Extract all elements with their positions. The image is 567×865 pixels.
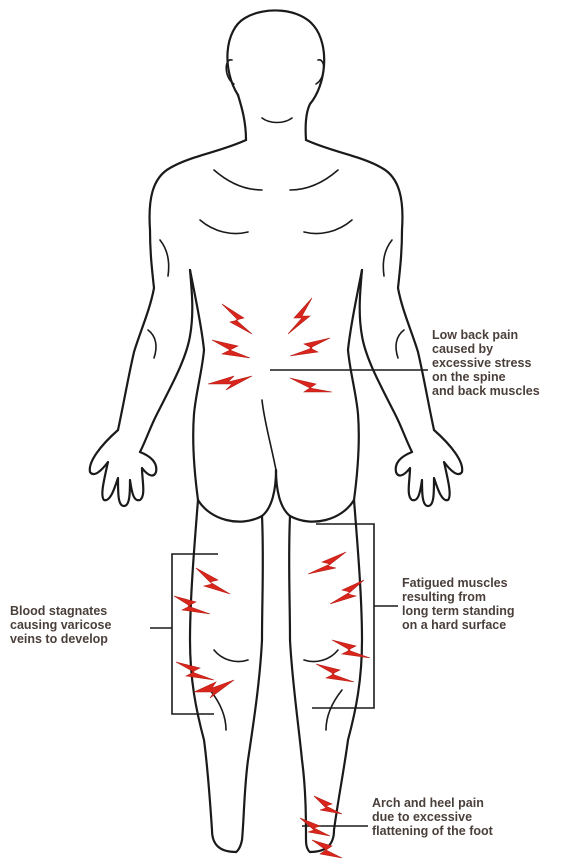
body-outline	[90, 10, 462, 852]
lightning-bolt-icon	[196, 568, 230, 594]
lightning-bolt-icon	[308, 552, 346, 574]
callout-fatigued-muscles: Fatigued muscles resulting from long ter…	[402, 576, 562, 632]
lightning-bolt-icon	[312, 840, 342, 858]
callout-blood-stagnates: Blood stagnates causing varicose veins t…	[10, 604, 160, 646]
lightning-bolt-icon	[176, 662, 214, 680]
pain-marks	[174, 298, 370, 858]
lightning-bolt-icon	[332, 640, 370, 658]
lightning-bolt-icon	[212, 340, 250, 358]
lightning-bolt-icon	[290, 338, 330, 356]
lightning-bolt-icon	[194, 680, 234, 698]
lightning-bolt-icon	[300, 818, 330, 836]
lightning-bolt-icon	[316, 664, 354, 682]
lightning-bolt-icon	[288, 298, 312, 334]
lightning-bolt-icon	[330, 580, 364, 604]
lightning-bolt-icon	[290, 378, 332, 392]
lightning-bolt-icon	[222, 304, 252, 334]
callout-low-back-pain: Low back pain caused by excessive stress…	[432, 328, 567, 398]
callout-arch-heel-pain: Arch and heel pain due to excessive flat…	[372, 796, 562, 838]
lightning-bolt-icon	[208, 376, 252, 390]
